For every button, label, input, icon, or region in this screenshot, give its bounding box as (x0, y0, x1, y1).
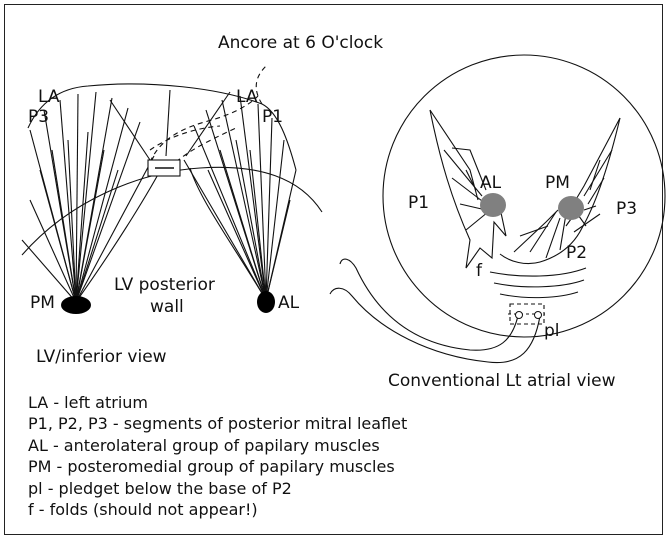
wall-label-line1: LV posterior (114, 275, 215, 295)
suture-knot-right (535, 312, 542, 319)
pm-papillary-muscle (61, 296, 91, 314)
suture-strand-2 (330, 288, 540, 362)
right-label-al: AL (480, 173, 502, 193)
legend-item-pm: PM - posteromedial group of papilary mus… (28, 456, 407, 477)
left-label-al: AL (278, 293, 300, 313)
al-papillary-muscle (257, 291, 275, 313)
left-label-la: LA (38, 87, 60, 107)
legend-item-pl: pl - pledget below the base of P2 (28, 478, 407, 499)
right-label-p3: P3 (616, 199, 637, 219)
al-papillary-muscle-atrial (480, 193, 506, 217)
pm-papillary-muscle-atrial (558, 196, 584, 220)
figure-title: Ancore at 6 O'clock (218, 33, 383, 53)
right-label-pm: PM (545, 173, 570, 193)
fold-line-2 (494, 280, 584, 287)
lv-inferior-view (22, 66, 322, 302)
right-caption: Conventional Lt atrial view (388, 371, 616, 391)
legend-item-p-segments: P1, P2, P3 - segments of posterior mitra… (28, 413, 407, 434)
legend-item-la: LA - left atrium (28, 392, 407, 413)
left-caption: LV/inferior view (36, 347, 167, 367)
right-label-p2: P2 (566, 243, 587, 263)
right-label-pl: pl (544, 321, 560, 341)
right-label-p1: P1 (408, 193, 429, 213)
fold-line-1 (490, 268, 586, 276)
legend-item-al: AL - anterolateral group of papilary mus… (28, 435, 407, 456)
left-label-p3: P3 (28, 107, 49, 127)
left-label-la-right: LA (236, 87, 258, 107)
legend: LA - left atrium P1, P2, P3 - segments o… (28, 392, 407, 520)
left-label-pm: PM (30, 293, 55, 313)
wall-label-line2: wall (150, 297, 184, 317)
left-label-p1: P1 (262, 107, 283, 127)
fold-line-3 (500, 292, 578, 298)
leaflet-dashed-edge (256, 66, 266, 104)
legend-item-f: f - folds (should not appear!) (28, 499, 407, 520)
suture-knot-left (516, 312, 523, 319)
right-label-f: f (476, 261, 483, 281)
